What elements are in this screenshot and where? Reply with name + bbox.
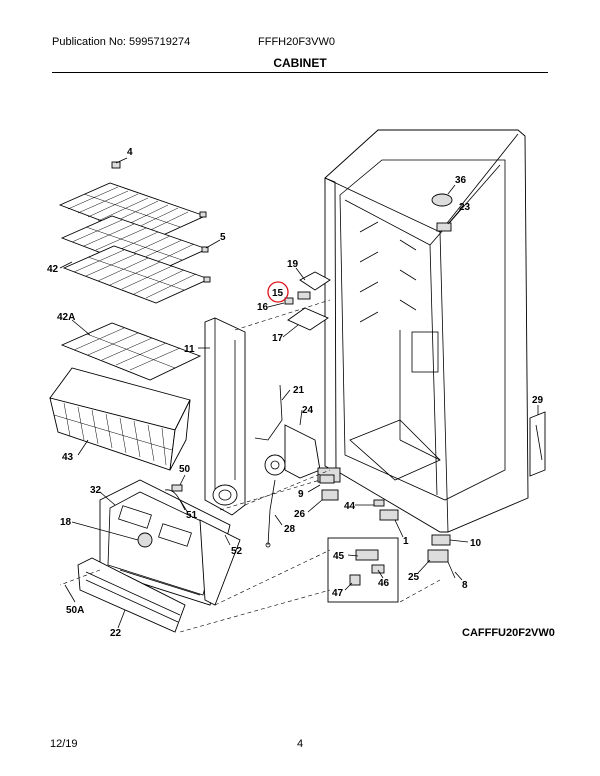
freezer-basket [49, 367, 191, 471]
callout-24: 24 [302, 405, 314, 416]
light-housing-assembly [267, 271, 331, 331]
page-number: 4 [297, 738, 304, 750]
door-assembly [99, 479, 241, 606]
callout-43: 43 [62, 452, 74, 463]
callout-50a: 50A [66, 605, 84, 616]
callout-8: 8 [462, 580, 468, 591]
callout-17: 17 [272, 333, 284, 344]
callout-labels: 4 5 42 42A 43 11 19 15 16 17 21 24 36 23… [47, 147, 544, 639]
door-handle-parts [164, 484, 186, 511]
callout-9: 9 [298, 489, 304, 500]
callout-42: 42 [47, 264, 59, 275]
inset-detail-box [327, 537, 399, 603]
callout-4: 4 [127, 147, 133, 158]
callout-18: 18 [60, 517, 72, 528]
callout-46: 46 [378, 578, 390, 589]
callout-42a: 42A [57, 312, 75, 323]
publication-number: Publication No: 5995719274 [52, 36, 191, 48]
callout-21: 21 [293, 385, 305, 396]
section-title: CABINET [273, 56, 327, 70]
callout-36: 36 [455, 175, 467, 186]
callout-28: 28 [284, 524, 296, 535]
callout-25: 25 [408, 572, 420, 583]
callout-47: 47 [332, 588, 344, 599]
callout-52: 52 [231, 546, 243, 557]
callout-15: 15 [272, 288, 284, 299]
callout-23: 23 [459, 202, 471, 213]
revision-date: 12/19 [50, 738, 78, 750]
callout-11: 11 [184, 344, 195, 355]
callout-10: 10 [470, 538, 482, 549]
callout-32: 32 [90, 485, 102, 496]
highlight-circle [267, 281, 289, 303]
dashed-leaders [59, 299, 441, 633]
model-number: FFFH20F3VW0 [258, 36, 336, 48]
callout-26: 26 [294, 509, 306, 520]
evaporator-fan-assembly [254, 384, 341, 548]
callout-44: 44 [344, 501, 356, 512]
diagram-code: CAFFFU20F2VW0 [462, 627, 555, 639]
callout-51: 51 [186, 510, 198, 521]
shelf-support-clips [111, 161, 211, 283]
callout-5: 5 [220, 232, 226, 243]
cabinet-body [324, 129, 529, 533]
callout-29: 29 [532, 395, 544, 406]
callout-1: 1 [403, 536, 409, 547]
callout-22: 22 [110, 628, 122, 639]
callout-19: 19 [287, 259, 299, 270]
callout-45: 45 [333, 551, 345, 562]
basket-shelf [60, 322, 202, 381]
callout-50: 50 [179, 464, 191, 475]
lower-hardware [319, 474, 456, 579]
kick-plate [77, 557, 186, 633]
control-light-parts [431, 193, 453, 232]
callout-leaders [59, 157, 539, 629]
side-hinge [529, 411, 546, 477]
header-rule [52, 72, 548, 73]
evaporator-cover [204, 317, 246, 516]
callout-16: 16 [257, 302, 269, 313]
